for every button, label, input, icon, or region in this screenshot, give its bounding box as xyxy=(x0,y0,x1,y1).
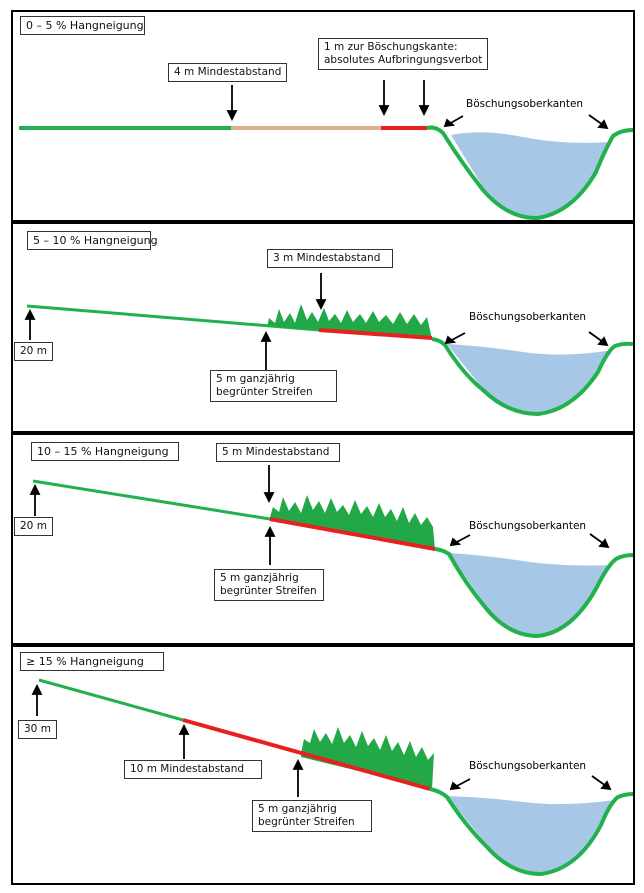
strip-label: 5 m ganzjährig begrünter Streifen xyxy=(210,370,337,402)
arrows xyxy=(226,80,609,130)
slope-category-title: 5 – 10 % Hangneigung xyxy=(27,231,158,250)
water-body xyxy=(447,344,613,414)
slope-diagram-1 xyxy=(19,80,633,220)
slope-diagram-2 xyxy=(24,273,633,417)
distance-label: 10 m Mindestabstand xyxy=(124,760,262,779)
length-label: 20 m xyxy=(14,342,53,361)
strip-label: 5 m ganzjährig begrünter Streifen xyxy=(252,800,372,832)
distance-label: 3 m Mindestabstand xyxy=(267,249,393,268)
ground-line xyxy=(32,479,271,521)
forbidden-zone xyxy=(318,328,433,340)
slope-diagram-3 xyxy=(29,465,633,639)
banks-label: Böschungsoberkanten xyxy=(466,98,584,110)
edge-label: 1 m zur Böschungskante: absolutes Aufbri… xyxy=(318,38,489,70)
water-body xyxy=(451,132,611,217)
slope-category-title: 10 – 15 % Hangneigung xyxy=(31,442,179,461)
vegetation-strip xyxy=(270,495,435,550)
arrows xyxy=(31,683,612,797)
slope-category-title: ≥ 15 % Hangneigung xyxy=(20,652,164,671)
ground-line xyxy=(38,678,184,722)
arrows xyxy=(24,273,609,370)
vegetation-strip xyxy=(267,304,432,339)
panel-10-15-percent: 10 – 15 % Hangneigung 5 m Mindestabstand… xyxy=(11,433,635,645)
embankment-profile xyxy=(431,337,633,417)
banks-label: Böschungsoberkanten xyxy=(469,311,587,323)
strip-label: 5 m ganzjährig begrünter Streifen xyxy=(214,569,324,601)
distance-label: 4 m Mindestabstand xyxy=(168,63,288,82)
embankment-profile xyxy=(426,125,633,220)
panel-15-plus-percent: ≥ 15 % Hangneigung 10 m Mindestabstand 5… xyxy=(11,645,635,885)
distance-label: 5 m Mindestabstand xyxy=(216,443,340,462)
water-body xyxy=(449,553,613,635)
water-body xyxy=(447,796,615,873)
embankment-profile xyxy=(429,787,633,877)
arrows xyxy=(29,465,610,565)
vegetation-strip xyxy=(301,727,434,789)
embankment-profile xyxy=(434,547,633,639)
forbidden-zone xyxy=(269,517,436,551)
length-label: 20 m xyxy=(14,517,53,536)
banks-label: Böschungsoberkanten xyxy=(469,520,587,532)
slope-diagram-4 xyxy=(31,678,633,877)
slope-category-title: 0 – 5 % Hangneigung xyxy=(20,16,145,35)
forbidden-zone xyxy=(182,718,431,791)
panel-5-10-percent: 5 – 10 % Hangneigung 3 m Mindestabstand … xyxy=(11,222,635,433)
banks-label: Böschungsoberkanten xyxy=(469,760,587,772)
panel-0-5-percent: 0 – 5 % Hangneigung 4 m Mindestabstand 1… xyxy=(11,10,635,222)
length-label: 30 m xyxy=(18,720,57,739)
